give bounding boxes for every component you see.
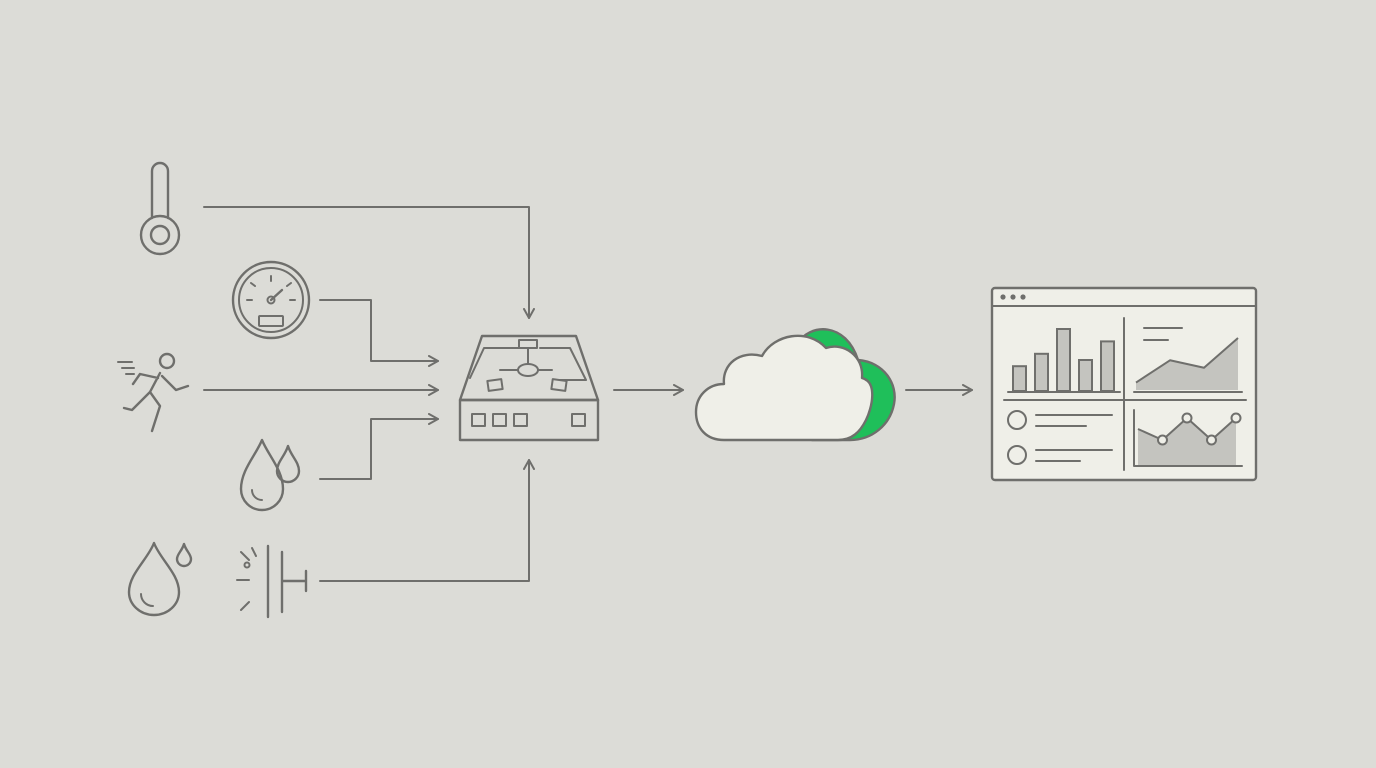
- bar-5: [1100, 340, 1115, 392]
- vibration-icon: [236, 544, 308, 619]
- cloud-icon: [694, 328, 896, 442]
- edge-vibration-to-gateway: [319, 459, 535, 582]
- bar-1: [1012, 365, 1027, 393]
- water-drops-icon: [239, 438, 301, 512]
- dashboard-line-chart: [1137, 412, 1242, 465]
- thermometer-icon: [139, 161, 181, 256]
- edge-humidity-to-gateway: [319, 413, 439, 480]
- list-line-1: [1035, 414, 1113, 427]
- line-chart-fill: [1138, 418, 1236, 465]
- line-chart-point-1: [1157, 434, 1168, 446]
- line-chart-point-3: [1206, 434, 1217, 446]
- edge-temperature-to-gateway: [203, 206, 535, 319]
- gauge-icon: [231, 260, 311, 340]
- gateway-device-icon: [458, 334, 600, 442]
- dashboard-area-chart: [1135, 337, 1239, 390]
- line-chart-point-2: [1181, 412, 1193, 424]
- list-line-2: [1035, 449, 1113, 462]
- window-dot-2: [1010, 294, 1016, 300]
- line-chart-point-4: [1230, 412, 1242, 424]
- area-line: [1135, 337, 1239, 384]
- dashboard-list: [1007, 410, 1113, 465]
- running-person-icon: [117, 352, 190, 433]
- bar-4: [1078, 359, 1093, 392]
- dashboard-window-icon: [990, 286, 1258, 482]
- bar-3: [1056, 328, 1071, 392]
- list-bullet-2: [1007, 445, 1027, 465]
- bar-2: [1034, 352, 1049, 392]
- connector-lines: [203, 206, 973, 582]
- edge-pressure-to-gateway: [319, 299, 439, 367]
- drop-icon: [127, 541, 193, 617]
- window-dot-1: [1000, 294, 1006, 300]
- dashboard-bar-chart: [1012, 328, 1115, 393]
- window-dot-3: [1020, 294, 1026, 300]
- list-bullet-1: [1007, 410, 1027, 430]
- cloud-body: [694, 334, 874, 442]
